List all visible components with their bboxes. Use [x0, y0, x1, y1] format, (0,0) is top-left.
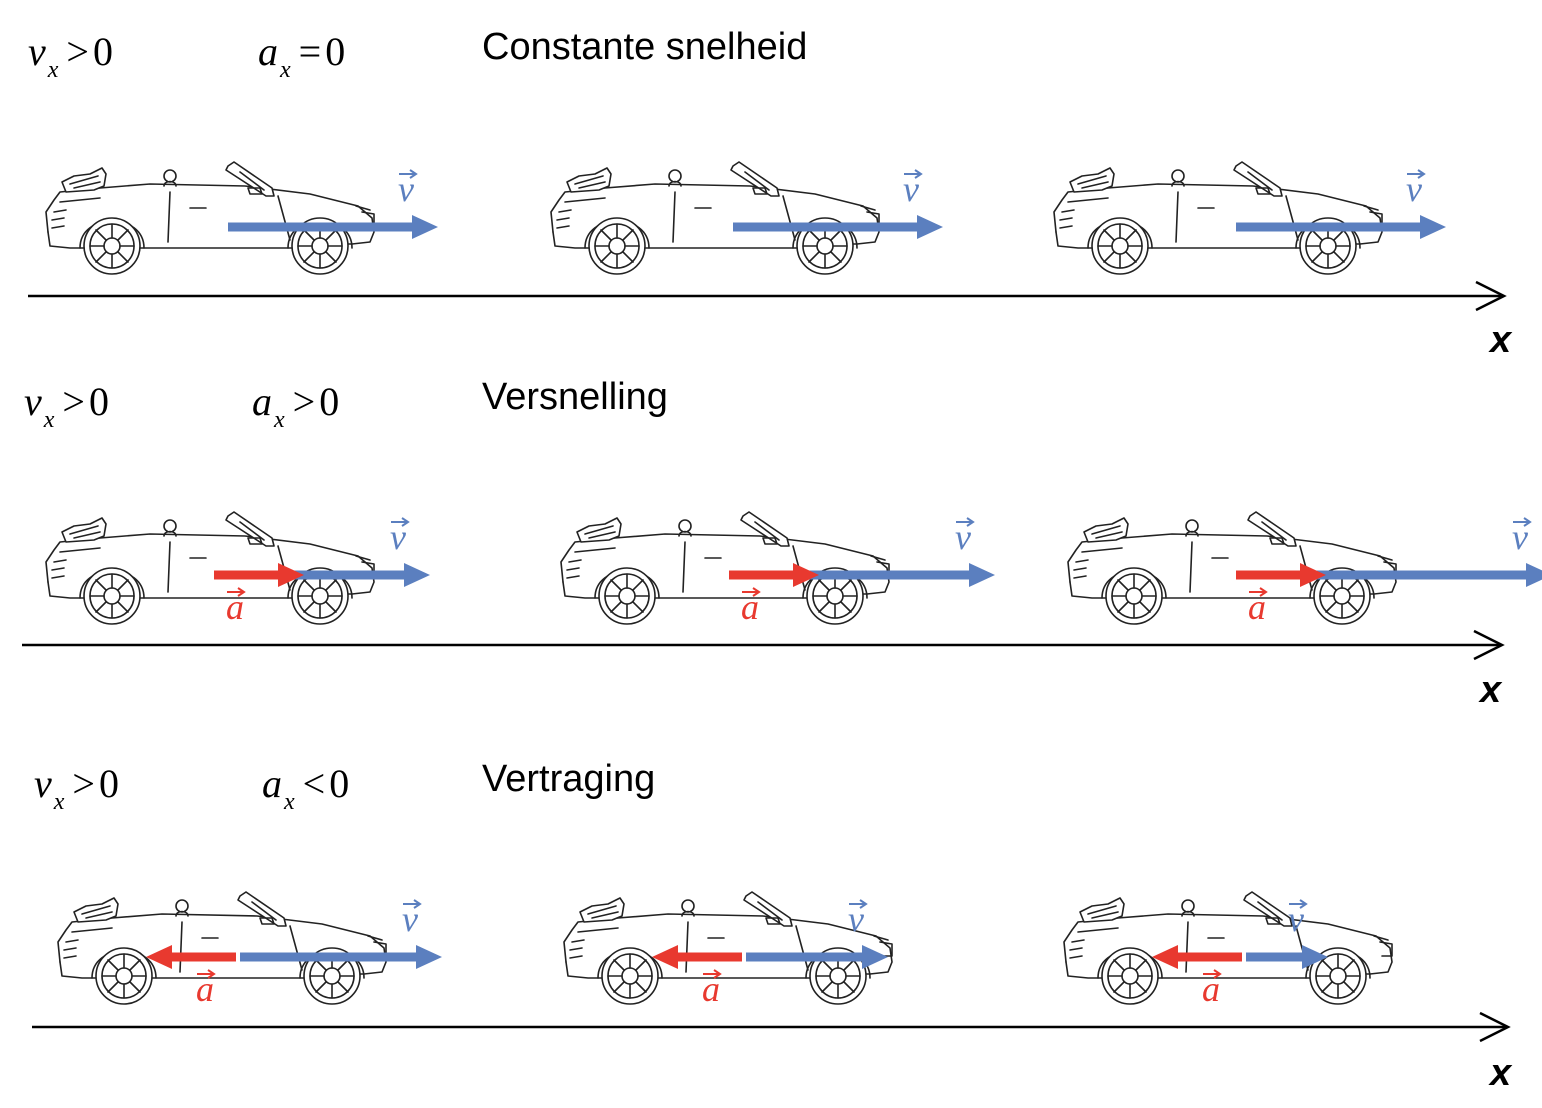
car-image	[1063, 891, 1393, 1005]
svg-text:a: a	[1248, 587, 1266, 627]
velocity-arrow	[228, 215, 438, 239]
row1-description: Constante snelheid	[482, 26, 808, 68]
row2-ax-label: ax>0	[252, 379, 340, 433]
velocity-label: v	[1288, 899, 1308, 939]
acceleration-label: a	[1202, 969, 1222, 1009]
svg-text:v: v	[398, 169, 414, 209]
velocity-label: v	[903, 169, 923, 209]
x-axis-arrowhead	[1473, 629, 1505, 661]
velocity-label: v	[398, 169, 418, 209]
car-image	[45, 161, 375, 275]
svg-text:v: v	[848, 899, 864, 939]
svg-text:v: v	[402, 899, 418, 939]
svg-text:v: v	[1288, 899, 1304, 939]
velocity-label: v	[955, 517, 975, 557]
svg-text:v: v	[390, 517, 406, 557]
car-image	[57, 891, 387, 1005]
row3-description: Vertraging	[482, 758, 656, 800]
velocity-label: v	[390, 517, 410, 557]
velocity-label: v	[402, 899, 422, 939]
x-axis-label: x	[1488, 319, 1513, 361]
acceleration-arrow	[1236, 563, 1326, 587]
car-image	[1053, 161, 1383, 275]
velocity-label: v	[1512, 517, 1532, 557]
velocity-arrow	[1246, 945, 1328, 969]
acceleration-arrow	[729, 563, 819, 587]
acceleration-arrow	[146, 945, 236, 969]
acceleration-arrow	[652, 945, 742, 969]
svg-text:a: a	[702, 969, 720, 1009]
car-image	[560, 511, 890, 625]
acceleration-arrow	[1152, 945, 1242, 969]
acceleration-arrow	[214, 563, 304, 587]
acceleration-label: a	[741, 587, 761, 627]
car-image	[550, 161, 880, 275]
acceleration-label: a	[226, 587, 246, 627]
acceleration-label: a	[196, 969, 216, 1009]
svg-text:v: v	[955, 517, 971, 557]
velocity-arrow	[746, 945, 888, 969]
velocity-arrow	[733, 215, 943, 239]
velocity-label: v	[848, 899, 868, 939]
x-axis-label: x	[1488, 1052, 1513, 1094]
row1-ax-label: ax=0	[258, 29, 346, 83]
car-image	[1067, 511, 1397, 625]
svg-text:v: v	[1406, 169, 1422, 209]
car-image	[563, 891, 893, 1005]
velocity-arrow	[1236, 215, 1446, 239]
row1-vx-label: vx>0	[28, 29, 113, 83]
svg-text:v: v	[903, 169, 919, 209]
svg-text:a: a	[226, 587, 244, 627]
row3-vx-label: vx>0	[34, 761, 119, 815]
acceleration-label: a	[1248, 587, 1268, 627]
svg-text:a: a	[196, 969, 214, 1009]
acceleration-label: a	[702, 969, 722, 1009]
velocity-arrow	[240, 945, 442, 969]
row3-ax-label: ax<0	[262, 761, 350, 815]
svg-text:v: v	[1512, 517, 1528, 557]
velocity-label: v	[1406, 169, 1426, 209]
x-axis-arrowhead	[1475, 280, 1507, 312]
svg-text:a: a	[741, 587, 759, 627]
row2-vx-label: vx>0	[24, 379, 109, 433]
x-axis-label: x	[1478, 669, 1503, 711]
car-image	[45, 511, 375, 625]
x-axis-arrowhead	[1479, 1011, 1511, 1043]
row2-description: Versnelling	[482, 376, 668, 418]
svg-text:a: a	[1202, 969, 1220, 1009]
